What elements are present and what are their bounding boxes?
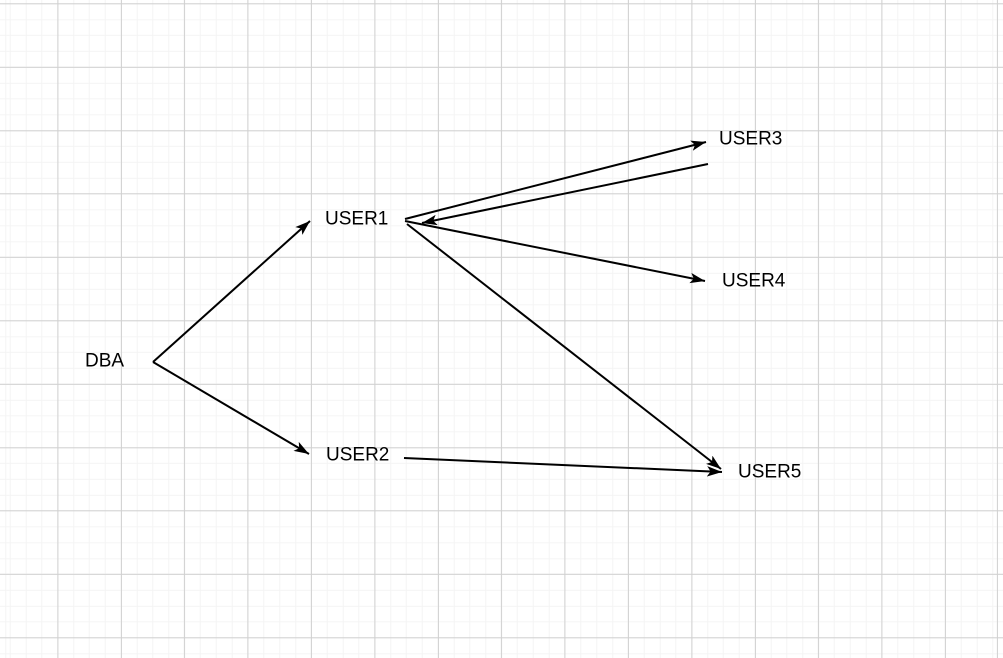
node-label-user5[interactable]: USER5 [738,461,802,483]
edge-user3-to-user1[interactable] [421,163,709,226]
edge-user1-to-user4[interactable] [404,220,706,284]
edge-dba-to-user2[interactable] [152,361,310,455]
edge-user2-to-user5[interactable] [403,457,723,477]
node-label-user2[interactable]: USER2 [326,444,390,466]
edges-group [152,140,723,477]
edge-dba-to-user1[interactable] [152,220,311,363]
edge-user1-to-user3[interactable] [404,140,707,220]
node-label-user3[interactable]: USER3 [719,128,783,150]
node-label-dba[interactable]: DBA [85,350,125,372]
node-label-user1[interactable]: USER1 [325,208,389,230]
node-label-user4[interactable]: USER4 [722,270,786,292]
edge-user1-to-user5[interactable] [406,223,722,470]
